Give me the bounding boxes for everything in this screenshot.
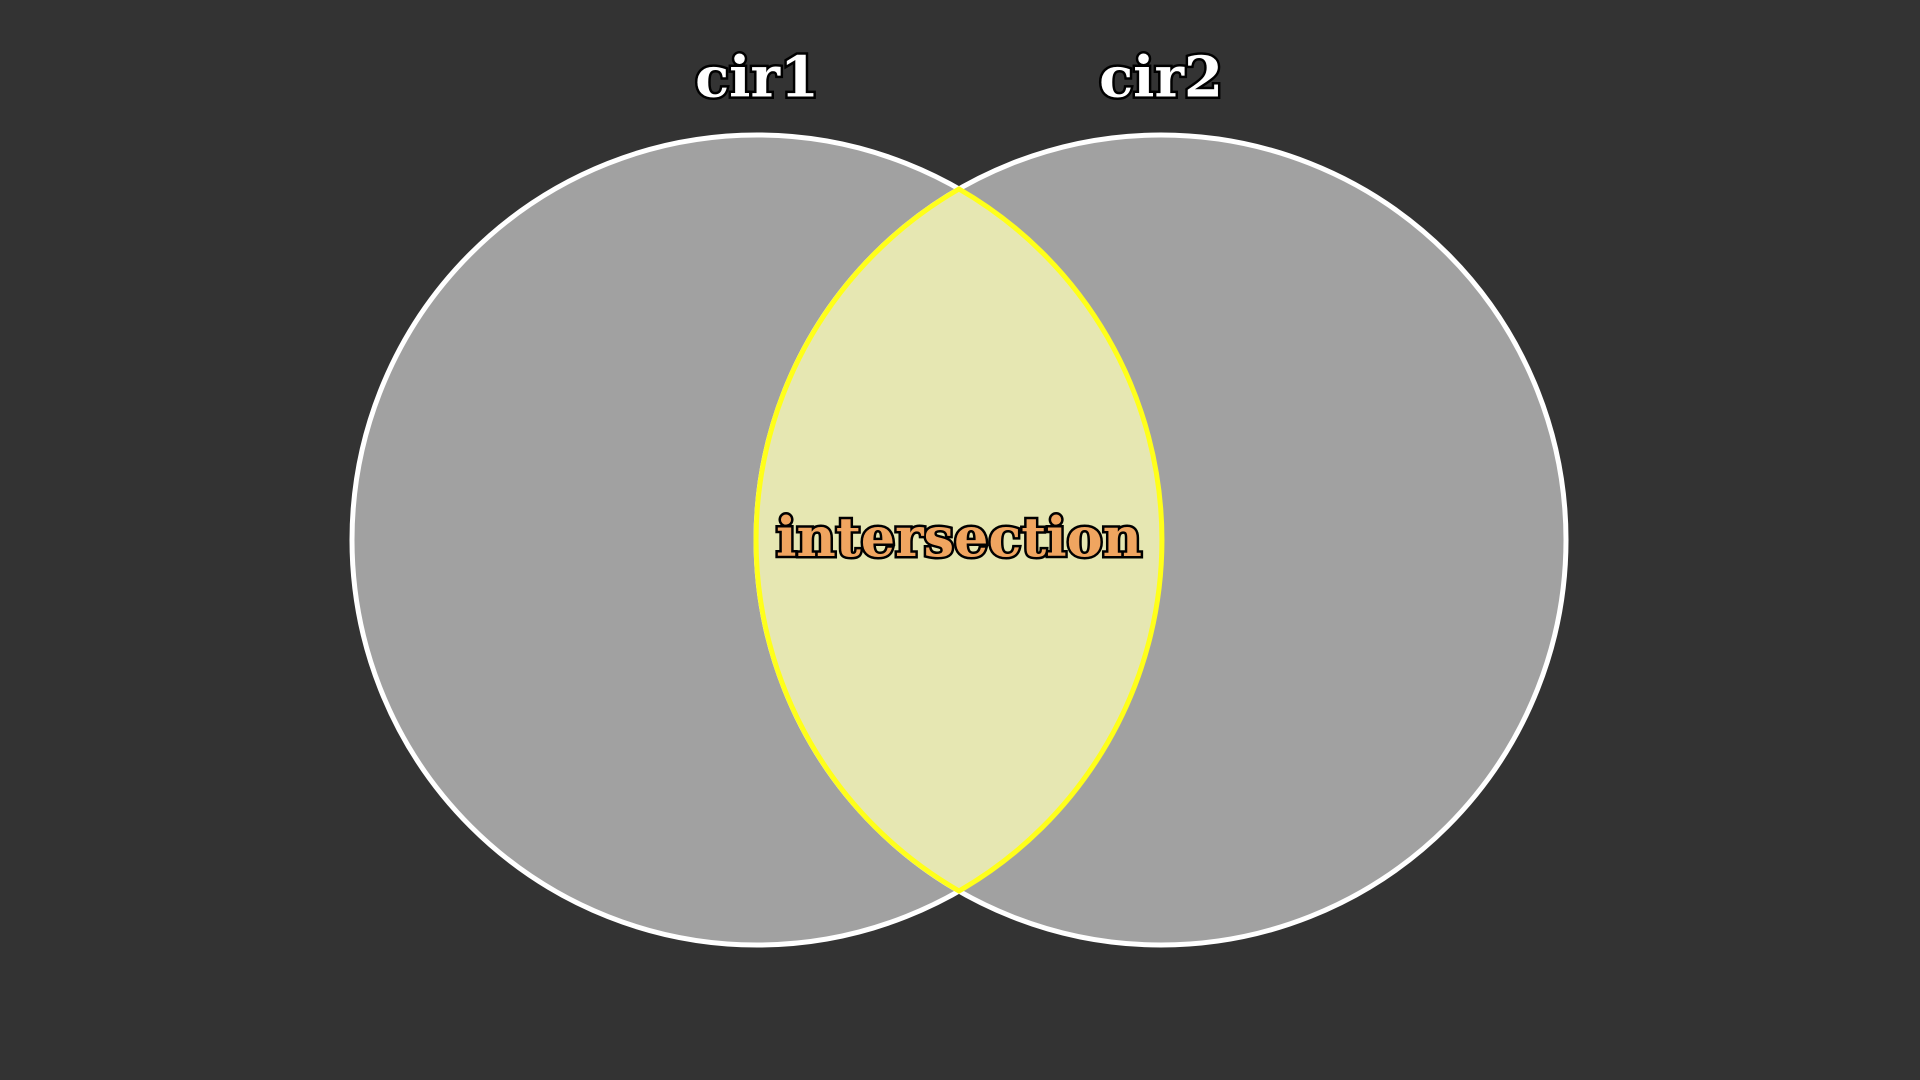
label-cir2: cir2: [1099, 45, 1223, 111]
label-cir1: cir1: [695, 45, 819, 111]
label-intersection: intersection: [776, 505, 1142, 569]
intersection-outline: [753, 186, 1165, 894]
